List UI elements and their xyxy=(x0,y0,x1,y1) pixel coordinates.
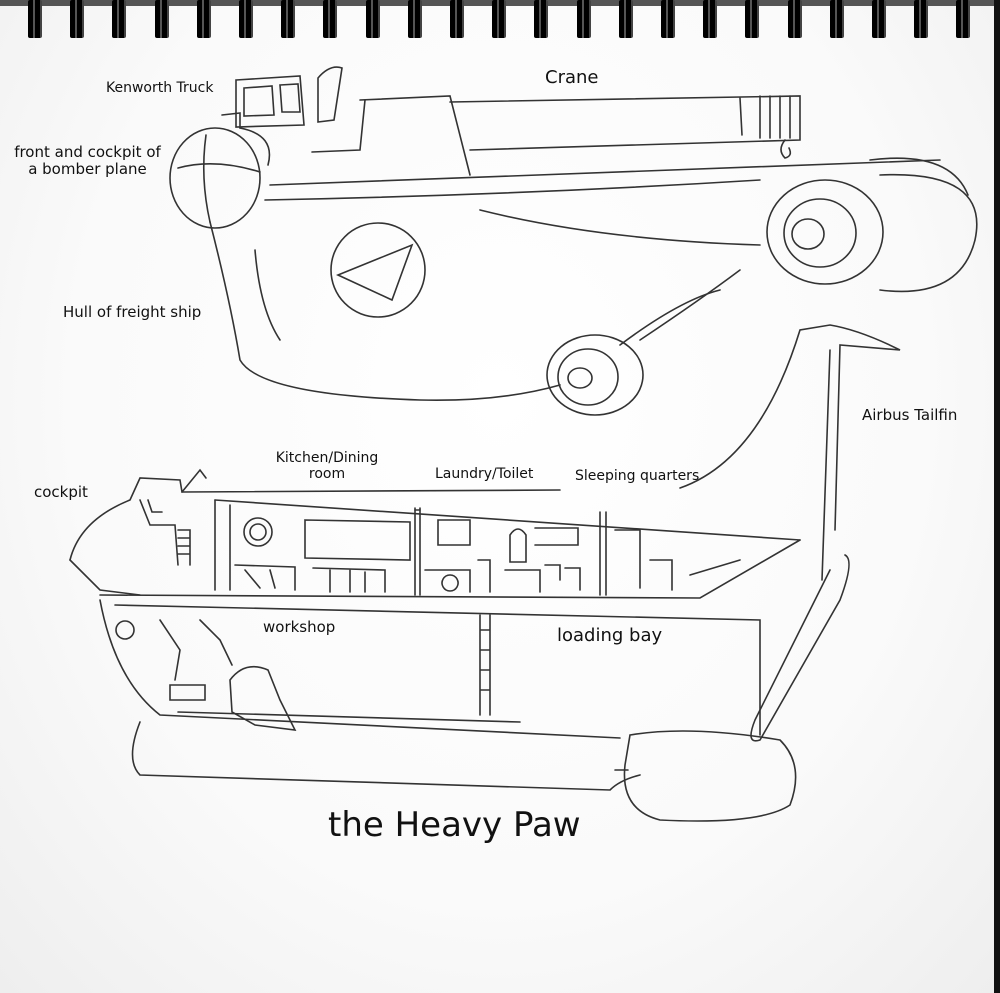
spiral-ring xyxy=(618,0,633,38)
spiral-ring xyxy=(365,0,380,38)
spiral-ring xyxy=(450,0,464,38)
bomber-nose-drawing xyxy=(169,127,271,229)
label-kitchen: Kitchen/Dining room xyxy=(275,450,379,483)
spiral-ring xyxy=(112,0,127,38)
spiral-ring xyxy=(281,0,296,38)
rear-engine-drawing xyxy=(766,157,978,293)
label-hull: Hull of freight ship xyxy=(63,303,202,321)
label-tailfin: Airbus Tailfin xyxy=(862,406,958,424)
kenworth-truck-drawing xyxy=(221,66,343,129)
emblem-drawing xyxy=(330,222,426,318)
label-sleeping: Sleeping quarters xyxy=(575,468,700,484)
spiral-ring xyxy=(534,0,549,38)
spiral-ring xyxy=(407,0,422,38)
tailfin-drawing xyxy=(679,324,901,742)
spiral-ring xyxy=(239,0,253,38)
spiral-ring xyxy=(787,0,802,38)
label-loading-bay: loading bay xyxy=(557,625,663,646)
deck-line xyxy=(269,159,941,186)
lower-engine-drawing xyxy=(546,269,741,416)
spiral-ring xyxy=(745,0,760,38)
spiral-ring xyxy=(914,0,929,38)
sketch-title: the Heavy Paw xyxy=(328,805,581,845)
crane-drawing xyxy=(311,95,801,176)
spiral-ring xyxy=(28,0,42,38)
spiral-ring xyxy=(576,0,591,38)
spiral-ring xyxy=(196,0,211,38)
spiral-ring xyxy=(872,0,886,38)
spiral-ring xyxy=(703,0,718,38)
spiral-ring xyxy=(154,0,169,38)
spiral-ring xyxy=(323,0,338,38)
label-crane: Crane xyxy=(545,67,599,88)
hull-outline xyxy=(209,221,561,402)
label-cockpit: cockpit xyxy=(34,483,88,501)
spiral-ring xyxy=(661,0,675,38)
label-laundry: Laundry/Toilet xyxy=(435,466,534,482)
cockpit-drawing xyxy=(69,468,561,596)
pontoon-drawing xyxy=(131,721,797,822)
lower-deck-drawing xyxy=(99,599,761,739)
label-kenworth-truck: Kenworth Truck xyxy=(106,80,214,96)
spiral-ring xyxy=(492,0,507,38)
spiral-ring xyxy=(829,0,844,38)
upper-deck-drawing xyxy=(99,499,801,599)
spiral-ring xyxy=(70,0,85,38)
spiral-ring xyxy=(956,0,971,38)
page-edge xyxy=(994,0,1000,993)
label-bomber-front: front and cockpit of a bomber plane xyxy=(14,143,161,179)
label-workshop: workshop xyxy=(263,618,336,636)
